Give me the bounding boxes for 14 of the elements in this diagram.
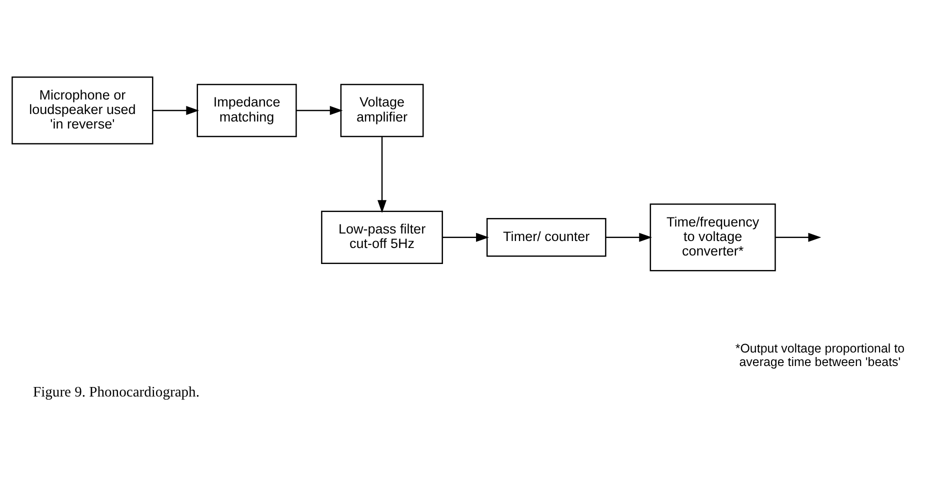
caption: Figure 9. Phonocardiograph. bbox=[33, 384, 200, 401]
arrow bbox=[606, 232, 652, 242]
arrow bbox=[296, 106, 343, 115]
node-box: Timer/ counter bbox=[486, 218, 606, 257]
arrow bbox=[378, 136, 387, 213]
label: *Output voltage proportional to average time between 'beats' bbox=[735, 341, 905, 369]
arrow bbox=[776, 232, 822, 242]
node-box: Voltage amplifier bbox=[340, 84, 424, 138]
node-box: Impedance matching bbox=[196, 84, 297, 138]
arrow bbox=[152, 106, 200, 115]
node-box: Time/frequency to voltage converter* bbox=[650, 203, 776, 272]
node-box: Microphone or loudspeaker used 'in reverse' bbox=[12, 76, 154, 144]
arrow bbox=[442, 232, 489, 242]
node-box: Low-pass filter cut-off 5Hz bbox=[321, 210, 443, 264]
